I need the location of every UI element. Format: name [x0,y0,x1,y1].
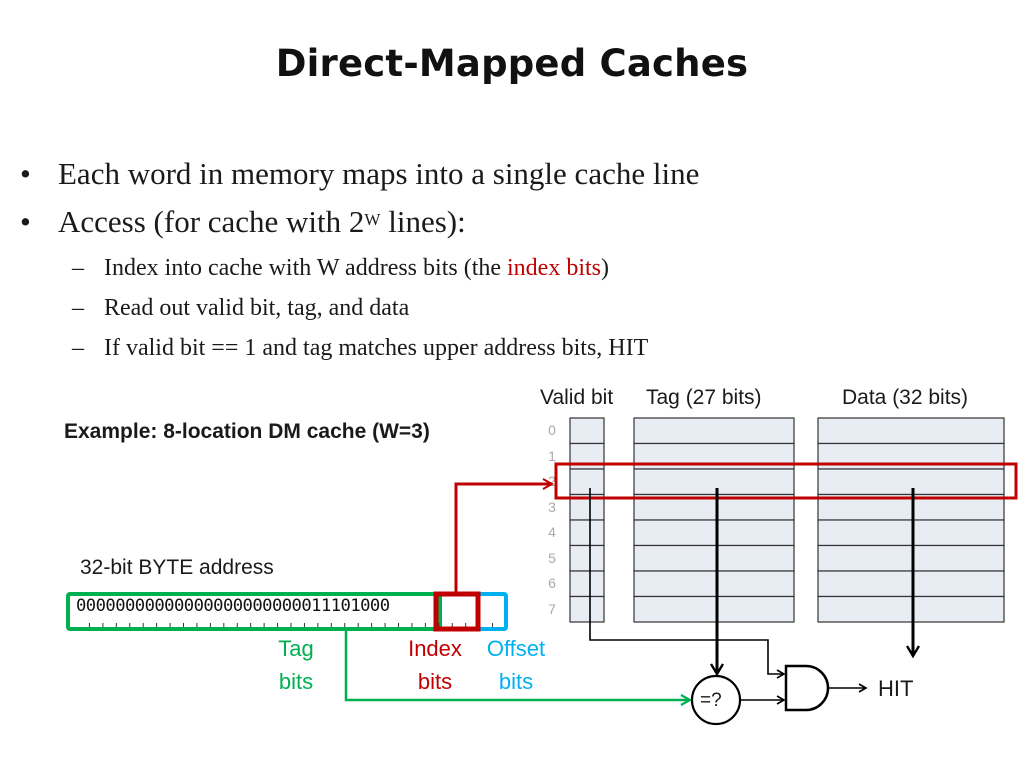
data-cell-row-5 [817,544,1005,572]
bullet-2-text-after: lines): [380,204,466,239]
data-column-header: Data (32 bits) [842,386,969,409]
example-label: Example: 8-location DM cache (W=3) [64,420,430,443]
valid-cell-row-7 [569,595,605,623]
valid-cell-row-0 [569,417,605,445]
superscript-w: W [364,210,381,229]
valid-cell-row-6 [569,570,605,598]
tag-bits-label-line2: bits [278,669,314,694]
bullet-dot: • [20,156,31,191]
row-index-1: 1 [548,447,556,464]
tag-compare-wire [344,630,690,700]
tag-bits-label-line1: Tag [278,636,314,661]
data-cell-row-6 [817,570,1005,598]
index-bits-outline [433,591,481,632]
sub-bullet-dash: – [72,255,84,281]
address-bits: 00000000000000000000000011101000 [76,596,390,616]
valid-cell-row-2 [569,468,605,496]
valid-cell-row-5 [569,544,605,572]
valid-cell-row-4 [569,519,605,547]
valid-bit-wire [589,488,786,679]
sub-bullet-1-after: ) [601,255,610,281]
tag-cell-row-6 [633,570,795,598]
hit-label: HIT [878,676,914,701]
index-bits-label-line2: bits [417,669,453,694]
offset-bits-label-line2: bits [498,669,534,694]
index-bits-label: Index bits [400,632,470,698]
comparator-label: =? [700,690,722,711]
data-cell-row-0 [817,417,1005,445]
tag-cell-row-4 [633,519,795,547]
index-wire [454,484,552,596]
cache-table [569,417,1005,623]
data-cell-row-7 [817,595,1005,623]
index-bits-highlight: index bits [507,255,602,281]
bullet-2-text-before: Access (for cache with 2 [58,204,365,239]
tag-cell-row-7 [633,595,795,623]
sub-bullet-3-text: If valid bit == 1 and tag matches upper … [104,335,649,361]
index-bits-label-line1: Index [408,636,462,661]
slide-title: Direct-Mapped Caches [275,42,749,85]
address-label: 32-bit BYTE address [80,556,274,579]
row-index-4: 4 [548,524,556,540]
row-index-3: 3 [548,498,556,515]
sub-bullet-dash: – [72,335,84,361]
row-index-7: 7 [548,600,556,617]
tag-bits-label: Tag bits [266,632,326,698]
sub-bullet-1-text: Index into cache with W address bits (th… [104,254,609,282]
bullet-2-text: Access (for cache with 2W lines): [58,204,466,240]
row-index-0: 0 [548,422,556,438]
tag-bits-outline [66,592,442,631]
offset-bits-label-line1: Offset [486,636,546,661]
offset-bits-label: Offset bits [478,632,554,698]
tag-cell-row-5 [633,544,795,572]
row-index-5: 5 [548,549,556,566]
tag-cell-row-2 [633,468,795,496]
bullet-1-text: Each word in memory maps into a single c… [58,156,700,191]
tag-column-header: Tag (27 bits) [646,386,762,409]
selected-row-highlight [554,462,1018,500]
row-index-6: 6 [548,575,556,591]
and-gate [784,664,830,712]
tag-cell-row-0 [633,417,795,445]
sub-bullet-dash: – [72,295,84,321]
valid-bit-column-header: Valid bit [540,386,614,409]
sub-bullet-2-text: Read out valid bit, tag, and data [104,295,410,321]
data-cell-row-4 [817,519,1005,547]
bullet-dot: • [20,204,31,239]
sub-bullet-1-before: Index into cache with W address bits (th… [104,255,508,281]
data-cell-row-2 [817,468,1005,496]
